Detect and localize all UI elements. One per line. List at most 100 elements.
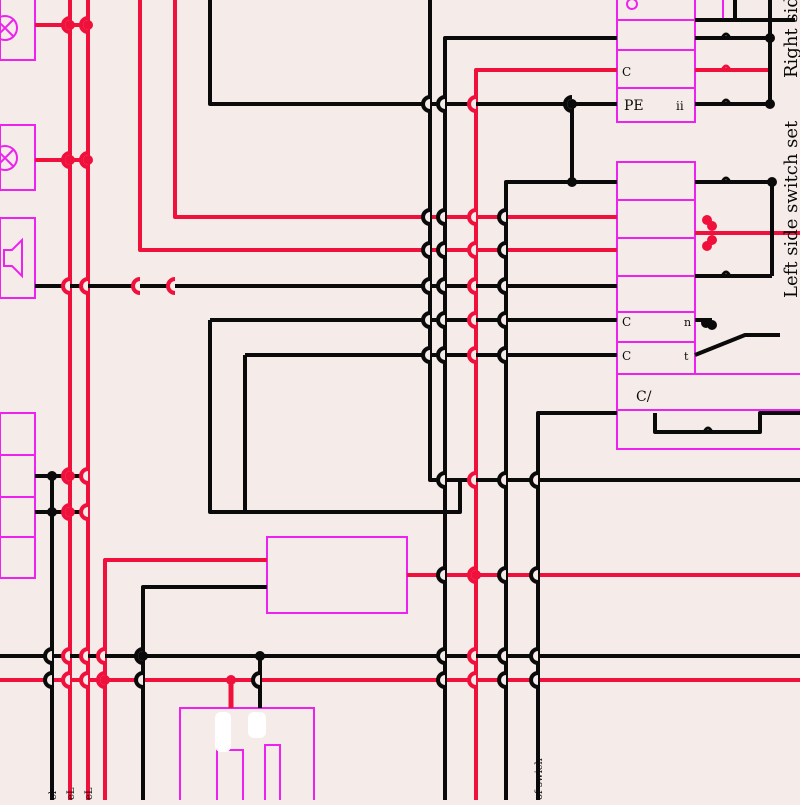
crossover-hop <box>467 471 477 489</box>
junction-dot <box>83 20 93 30</box>
crossover-hop <box>134 671 144 689</box>
junction-dot <box>707 235 717 245</box>
crossover-hop <box>436 311 446 329</box>
junction-dot <box>83 155 93 165</box>
crossover-hop <box>79 467 89 485</box>
junction-dot <box>567 177 577 187</box>
crossover-hop <box>43 647 53 665</box>
crossover-hop <box>61 647 71 665</box>
crossover-hop <box>436 277 446 295</box>
junction-dot <box>471 570 481 580</box>
crossover-hop <box>467 647 477 665</box>
label-c-4: C <box>622 349 631 363</box>
crossover-hop <box>79 503 89 521</box>
contact-icon <box>720 176 732 183</box>
crossover-hop <box>436 346 446 364</box>
junction-dot <box>100 675 110 685</box>
bottom-switch-box <box>179 707 315 805</box>
crossover-hop <box>497 471 507 489</box>
junction-dot <box>47 471 57 481</box>
crossover-hop <box>497 647 507 665</box>
crossover-hop <box>497 346 507 364</box>
crossover-hop <box>497 671 507 689</box>
crossover-hop <box>131 277 141 295</box>
junction-dot <box>65 20 75 30</box>
label-ii: ii <box>676 99 684 113</box>
junction-dot <box>707 221 717 231</box>
label-of-swich: of swich <box>534 758 545 800</box>
crossover-hop <box>436 208 446 226</box>
crossover-hop <box>436 471 446 489</box>
junction-dot <box>255 651 265 661</box>
labels: PE ii C C C n t C/ Right side Left side … <box>48 0 800 800</box>
crossover-hop <box>467 277 477 295</box>
junction-dot <box>765 99 775 109</box>
label-cf: C/ <box>636 389 652 405</box>
crossover-hop <box>43 671 53 689</box>
crossover-hop <box>61 277 71 295</box>
label-t: t <box>684 350 689 363</box>
junction-dot <box>701 318 711 328</box>
label-pe: PE <box>624 98 644 114</box>
contact-icon <box>720 98 732 105</box>
crossover-hop <box>467 671 477 689</box>
crossover-hop <box>497 566 507 584</box>
crossover-hop <box>166 277 176 295</box>
label-c-3: C <box>622 315 631 329</box>
label-el-2: eL <box>66 787 77 800</box>
crossover-hop <box>467 346 477 364</box>
crossover-hop <box>251 671 261 689</box>
crossover-hop <box>421 346 431 364</box>
label-c-1: C <box>622 65 631 79</box>
contact-icon <box>720 64 732 71</box>
crossover-hop <box>79 277 89 295</box>
junction-dot <box>767 177 777 187</box>
label-el-1: el <box>48 791 59 800</box>
junction-dot <box>765 33 775 43</box>
label-left-side-switch-set: Left side switch set <box>781 120 800 298</box>
lamp-icon <box>0 145 18 171</box>
junction-dot <box>65 155 75 165</box>
contact-icon <box>720 270 732 277</box>
lamp-icon <box>0 15 18 41</box>
crossover-hop <box>61 671 71 689</box>
crossover-hop <box>529 471 539 489</box>
right-side-switch-set <box>616 0 696 123</box>
crossover-hop <box>96 647 106 665</box>
junction-dot <box>226 675 236 685</box>
lamp-box-2 <box>0 124 36 191</box>
crossover-hop <box>529 671 539 689</box>
contact-icon <box>702 426 714 433</box>
crossover-hop <box>529 647 539 665</box>
junction-dot <box>65 507 75 517</box>
crossover-hop <box>421 277 431 295</box>
junction-dot <box>138 651 148 661</box>
junction-dots <box>47 20 777 685</box>
junction-dot <box>567 99 577 109</box>
crossover-hop <box>436 241 446 259</box>
crossover-hop <box>79 647 89 665</box>
crossover-hop <box>467 241 477 259</box>
crossover-hop <box>421 311 431 329</box>
junction-dot <box>65 471 75 481</box>
junction-dot <box>47 507 57 517</box>
switch-glare <box>215 712 266 752</box>
crossover-hop <box>436 671 446 689</box>
wire-crossovers <box>43 16 573 689</box>
lamp-box-1 <box>0 0 36 61</box>
lamp-symbols <box>0 15 23 279</box>
crossover-hop <box>497 277 507 295</box>
horn-icon <box>3 237 23 279</box>
label-el-3: eL <box>84 787 95 800</box>
crossover-hop <box>497 208 507 226</box>
crossover-hop <box>436 647 446 665</box>
label-n: n <box>684 316 691 329</box>
label-right-side: Right side <box>781 0 800 78</box>
crossover-hop <box>421 95 431 113</box>
crossover-hop <box>421 208 431 226</box>
crossover-hop <box>436 566 446 584</box>
horn-box <box>0 217 36 299</box>
